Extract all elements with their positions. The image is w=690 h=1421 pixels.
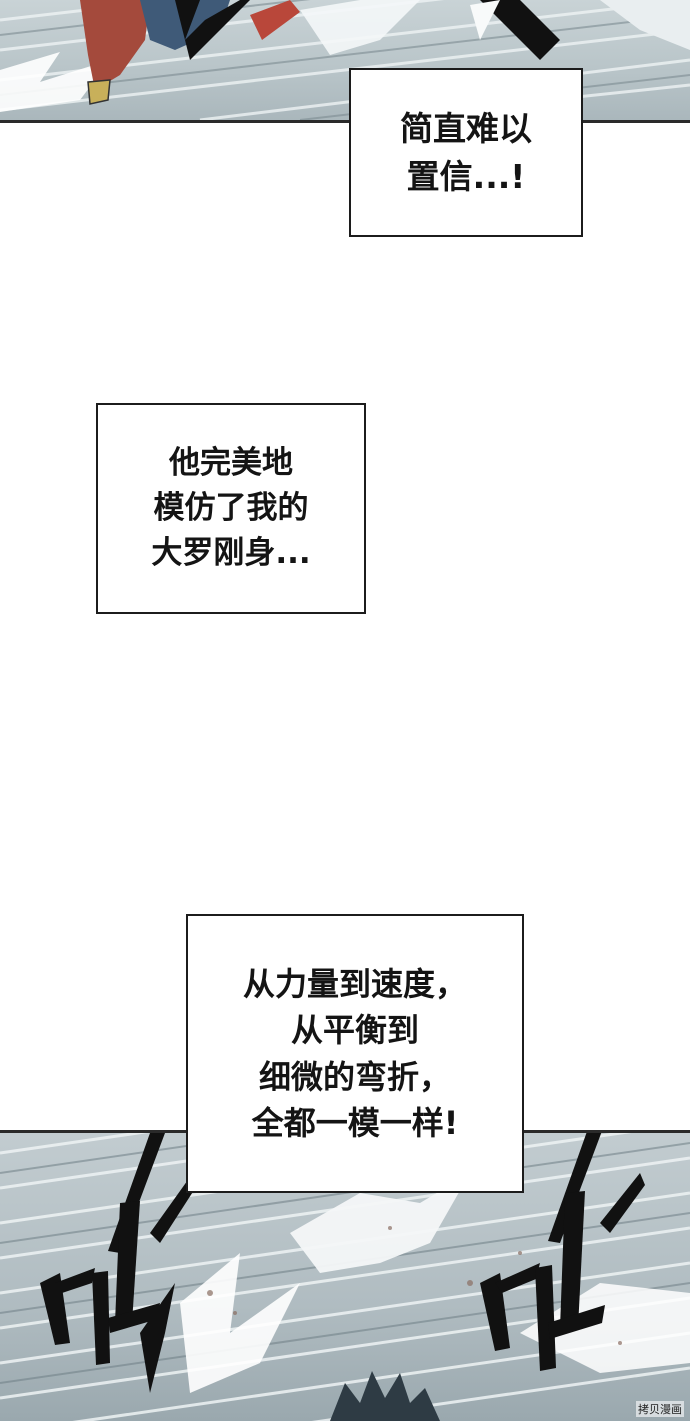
watermark-label: 拷贝漫画 [636, 1401, 684, 1417]
caption-text-3: 从力量到速度， 从平衡到 细微的弯折， 全都一模一样! [242, 964, 467, 1142]
top-action-panel [0, 0, 690, 123]
caption-text-2: 他完美地 模仿了我的 大罗刚身... [151, 445, 311, 571]
top-panel-artwork [0, 0, 690, 120]
caption-box-3: 从力量到速度， 从平衡到 细微的弯折， 全都一模一样! [186, 914, 524, 1193]
caption-box-2: 他完美地 模仿了我的 大罗刚身... [96, 403, 366, 614]
caption-box-1: 简直难以 置信...! [349, 68, 583, 237]
caption-text-1: 简直难以 置信...! [400, 108, 532, 196]
bottom-panel-artwork [0, 1133, 690, 1421]
